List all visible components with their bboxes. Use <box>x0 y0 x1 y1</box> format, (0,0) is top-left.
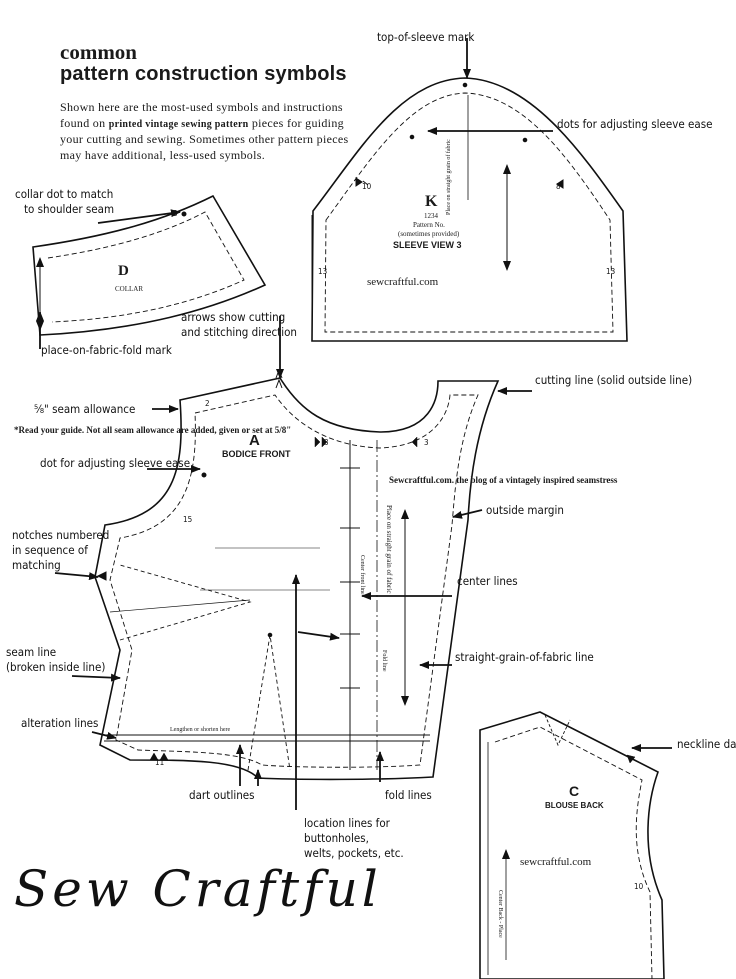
label-straight-grain: straight-grain-of-fabric line <box>455 650 594 664</box>
intro-part1: Shown here are the most-used symbols and… <box>60 100 343 130</box>
notch-number: 13 <box>318 267 328 276</box>
notch-number: 2 <box>205 399 210 408</box>
pointer-arrows <box>36 38 672 810</box>
label-center-lines: center lines <box>457 574 518 588</box>
sleeve-num: 1234 <box>424 212 438 220</box>
bodice-center: Center front line <box>359 555 365 595</box>
notch-number: 15 <box>183 515 193 524</box>
watermark-back: sewcraftful.com <box>520 856 592 868</box>
notch-number: 10 <box>634 882 644 891</box>
label-seam-line-1: seam line <box>6 645 57 659</box>
label-fold-lines: fold lines <box>385 788 432 802</box>
collar-letter: D <box>118 263 129 279</box>
label-dart-outlines: dart outlines <box>189 788 255 802</box>
sleeve-note: (sometimes provided) <box>398 230 460 238</box>
sleeve-piece <box>311 77 628 342</box>
back-name: BLOUSE BACK <box>545 801 604 810</box>
label-arrows-1: arrows show cutting <box>181 310 286 324</box>
label-notches-2: in sequence of <box>12 543 88 557</box>
label-neckline-dart: neckline dart <box>677 737 736 751</box>
bodice-fold: Fold line <box>381 650 387 672</box>
page-title-line2: pattern construction symbols <box>60 63 347 85</box>
bodice-piece <box>94 368 500 781</box>
sleeve-sub: Pattern No. <box>413 221 445 229</box>
label-seam-line-2: (broken inside line) <box>6 660 106 674</box>
notch-number: 10 <box>362 182 372 191</box>
label-location-2: buttonholes, <box>304 831 369 845</box>
notch-number: 3 <box>324 438 329 447</box>
intro-bold: printed vintage sewing pattern <box>108 118 249 130</box>
bodice-letter: A <box>249 432 260 449</box>
label-location-3: welts, pockets, etc. <box>304 846 404 860</box>
intro-paragraph: Shown here are the most-used symbols and… <box>60 100 360 163</box>
label-collar-dot-1: collar dot to match <box>15 187 114 201</box>
label-outside-margin: outside margin <box>486 503 564 517</box>
sleeve-grain: Place on straight grain of fabric <box>446 139 452 215</box>
notch-number: 8 <box>556 182 561 191</box>
back-letter: C <box>569 783 580 799</box>
notch-number: 3 <box>173 209 178 218</box>
intro-part2: pieces for guiding your cutting and sewi… <box>60 115 349 162</box>
label-alteration-lines: alteration lines <box>21 716 99 730</box>
collar-name: COLLAR <box>115 285 143 293</box>
label-place-fold: place-on-fabric-fold mark <box>41 343 172 357</box>
notch-number: 11 <box>155 758 165 767</box>
bodice-name: BODICE FRONT <box>222 449 291 459</box>
bodice-grain: Place on straight grain of fabric <box>385 505 393 594</box>
watermark-sleeve: sewcraftful.com <box>367 276 439 288</box>
notch-number: 13 <box>606 267 616 276</box>
label-location-1: location lines for <box>304 816 390 830</box>
sleeve-letter: K <box>425 193 438 210</box>
blog-line: Sewcraftful.com. the blog of a vintagely… <box>389 475 618 485</box>
sleeve-name: SLEEVE VIEW 3 <box>393 240 462 250</box>
label-notches-1: notches numbered <box>12 528 110 542</box>
label-dots-sleeve-ease-top: dots for adjusting sleeve ease <box>557 117 713 131</box>
brand-logo: Sew Craftful <box>14 860 382 918</box>
label-dot-sleeve-ease: dot for adjusting sleeve ease <box>40 456 191 470</box>
label-top-of-sleeve: top-of-sleeve mark <box>377 30 475 44</box>
back-center: Center Back - Place <box>497 890 503 938</box>
label-notches-3: matching <box>12 558 61 572</box>
notch-number: 3 <box>424 438 429 447</box>
label-collar-dot-2: to shoulder seam <box>24 202 115 216</box>
label-arrows-2: and stitching direction <box>181 325 297 339</box>
back-piece <box>479 711 665 979</box>
label-cutting-line: cutting line (solid outside line) <box>535 373 693 387</box>
label-seam-allowance: ⅝" seam allowance <box>34 402 136 416</box>
bodice-alter: Lengthen or shorten here <box>170 727 231 733</box>
guide-note: *Read your guide. Not all seam allowance… <box>14 425 292 435</box>
page-title-line1: common <box>60 40 137 64</box>
